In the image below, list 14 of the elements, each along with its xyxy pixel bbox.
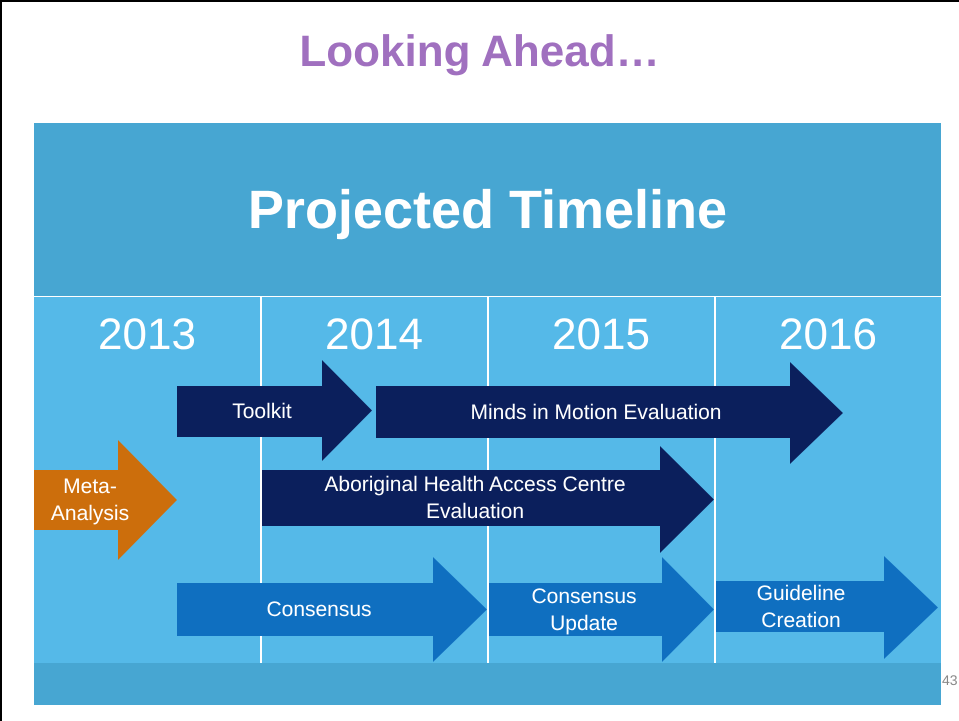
header-panel [34, 123, 941, 296]
slide-title: Looking Ahead… [298, 30, 661, 74]
arrow-label: Minds in Motion Evaluation [470, 400, 722, 426]
page-number: 43 [942, 671, 958, 690]
year-label: 2015 [552, 313, 650, 357]
arrow-label: Guideline Creation [756, 580, 846, 634]
arrow-label: Aboriginal Health Access Centre Evaluation [323, 472, 627, 525]
arrow-label: Toolkit [232, 399, 292, 425]
year-label: 2014 [325, 313, 423, 357]
arrow-label: Consensus Update [530, 584, 638, 636]
arrow-label: Consensus [266, 597, 372, 623]
year-label: 2016 [779, 313, 877, 357]
arrow-label: Meta-Analysis [50, 474, 130, 527]
year-label: 2013 [98, 313, 196, 357]
